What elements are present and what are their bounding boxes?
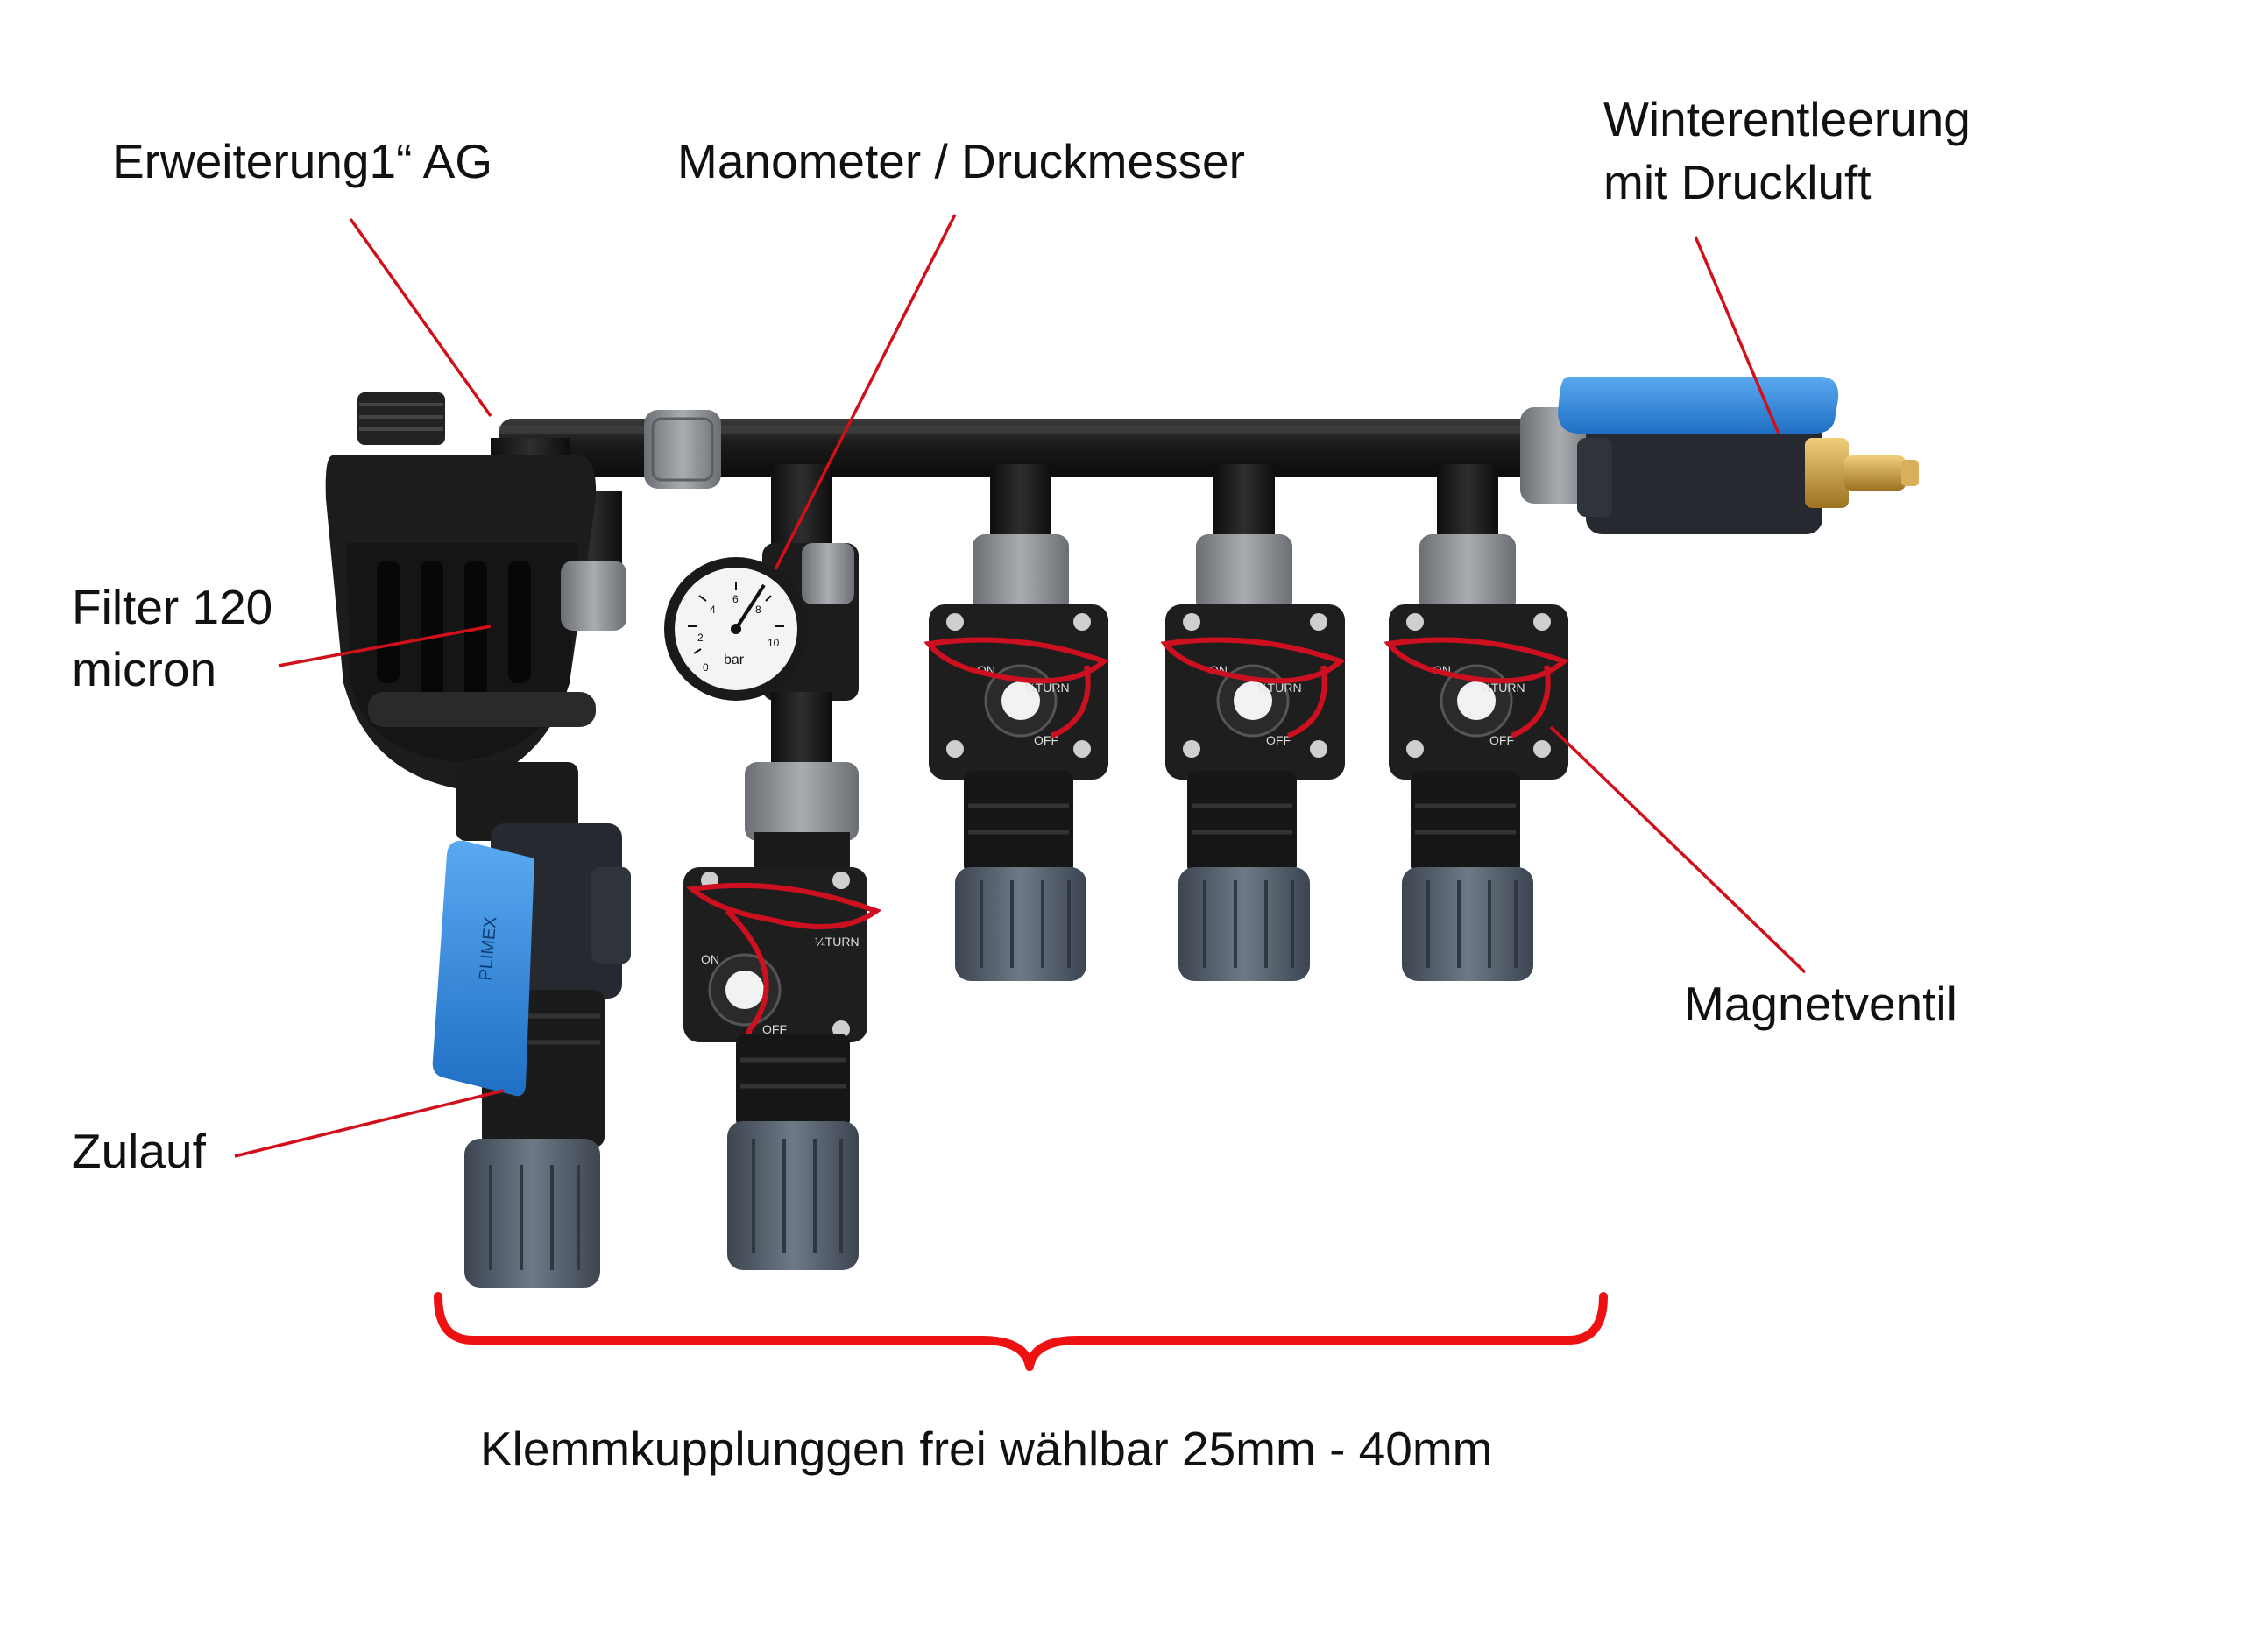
valve-1-turn: ¼TURN [815,935,860,949]
label-klemm: Klemmkupplunggen frei wählbar 25mm - 40m… [480,1422,1493,1476]
pressure-gauge: bar 0 2 4 6 8 10 [664,543,859,701]
header-pipe [499,419,1560,477]
filter-unit [325,392,626,841]
callout-manometer [774,214,957,570]
label-filter-line1: Filter 120 [72,580,273,634]
gauge-tick-6: 6 [732,593,739,605]
bottom-brace [434,1292,1608,1371]
gauge-tick-2: 2 [697,632,704,644]
label-filter-line2: micron [72,642,217,696]
gauge-unit: bar [724,653,745,667]
label-manometer: Manometer / Druckmesser [677,134,1245,188]
valve-column-3: ON OFF ¼TURN [1160,534,1346,981]
gauge-tick-0: 0 [703,661,709,674]
drain-ball-valve [1520,377,1919,534]
valve-1-off: OFF [762,1022,787,1036]
label-erweiterung: Erweiterung1“ AG [112,134,493,188]
callout-magnetventil [1549,725,1807,974]
valve-3-off: OFF [1266,733,1291,747]
valve-4-turn: ¼TURN [1481,681,1525,695]
valve-1-on: ON [701,952,719,966]
callout-winter [1694,236,1780,434]
valve-3-turn: ¼TURN [1257,681,1302,695]
valve-column-1: ON OFF ¼TURN [683,692,882,1270]
callout-filter [278,625,492,667]
label-winter-line2: mit Druckluft [1603,155,1872,209]
valve-4-off: OFF [1489,733,1514,747]
gauge-tick-8: 8 [755,604,761,616]
label-winter-line1: Winterentleerung [1603,92,1971,146]
valve-column-4: ON OFF ¼TURN [1383,534,1569,981]
gauge-tick-10: 10 [768,637,780,649]
label-magnetventil: Magnetventil [1684,977,1957,1031]
valve-column-2: ON OFF ¼TURN [923,534,1109,981]
callout-lines [234,214,1807,1158]
gauge-tick-4: 4 [710,604,716,616]
callout-erweiterung [349,217,492,418]
valve-2-turn: ¼TURN [1025,681,1070,695]
callout-zulauf [234,1089,505,1158]
header-coupling [644,410,721,489]
inlet-ball-valve: PLIMEX [432,823,631,1288]
label-zulauf: Zulauf [72,1124,206,1178]
header-drops [771,464,1498,552]
